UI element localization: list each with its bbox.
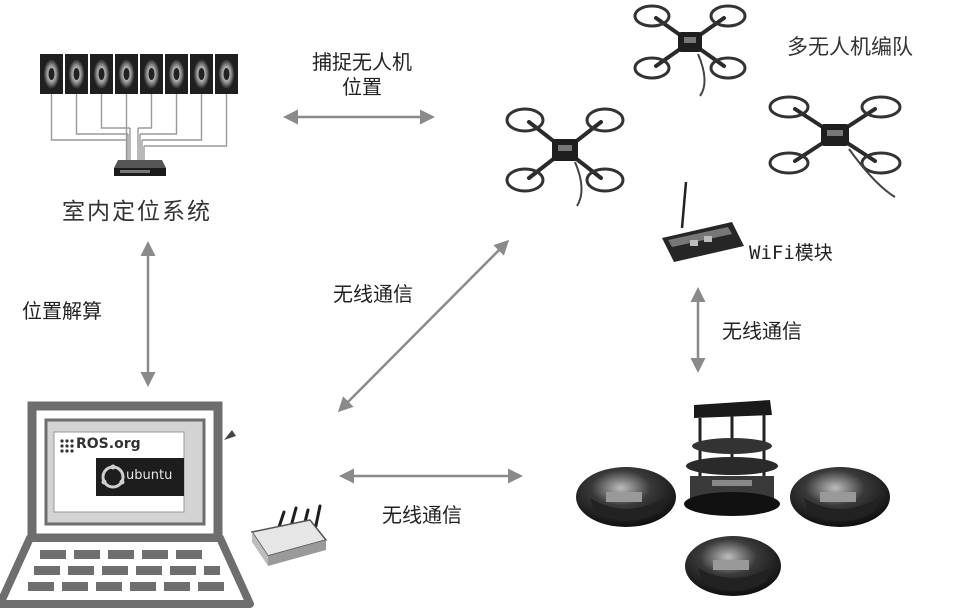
camera-icon [90, 54, 113, 94]
ros-logo-icon [60, 439, 74, 453]
camera-icon [190, 54, 213, 94]
capture-hub-icon [114, 160, 166, 176]
router-icon [250, 504, 328, 566]
quadcopter-icon [768, 95, 902, 198]
connection-arrows [140, 109, 706, 484]
quadcopter-icon [505, 107, 625, 207]
capture-uav-position-label: 捕捉无人机 位置 [300, 50, 424, 100]
indoor-positioning-system-label: 室内定位系统 [62, 199, 212, 225]
arrow-laptop-drones [337, 239, 510, 413]
quadcopter-icon [633, 4, 747, 97]
camera-icon [165, 54, 188, 94]
position-solving-label: 位置解算 [22, 299, 102, 323]
motion-capture-camera-array [40, 54, 238, 94]
robot-vacuum-icon [576, 467, 676, 527]
camera-icon [115, 54, 138, 94]
robot-vacuum-icon [790, 467, 890, 527]
keyboard-keys [28, 550, 224, 591]
camera-icon [65, 54, 88, 94]
wireless-comm-vertical-label: 无线通信 [722, 319, 802, 343]
camera-cables [50, 94, 228, 160]
capture-uav-position-line1: 捕捉无人机 [312, 50, 412, 74]
capture-uav-position-line2: 位置 [342, 75, 382, 99]
multi-uav-formation-label: 多无人机编队 [787, 35, 913, 59]
ros-screen-text: ROS.org [76, 436, 141, 452]
camera-icon [140, 54, 163, 94]
wireless-comm-diagonal-label: 无线通信 [333, 282, 413, 306]
wifi-module-icon [662, 181, 744, 262]
wireless-comm-horizontal-label: 无线通信 [382, 503, 462, 527]
wifi-module-label: WiFi模块 [749, 242, 833, 264]
robot-vacuum-icon [685, 536, 781, 596]
camera-icon [215, 54, 238, 94]
camera-icon [40, 54, 63, 94]
laptop-icon [0, 401, 254, 608]
mobile-robot-icon [684, 400, 780, 516]
ubuntu-screen-text: ubuntu [126, 468, 173, 483]
ubuntu-logo-icon [101, 464, 125, 489]
